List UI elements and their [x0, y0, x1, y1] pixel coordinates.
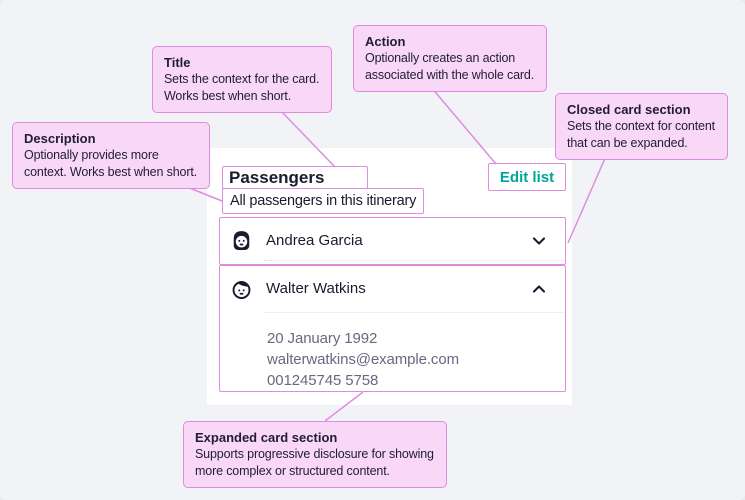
woman-face-avatar-icon: [233, 231, 250, 250]
row-divider: [264, 260, 566, 261]
callout-closed-card-section: Closed card section Sets the context for…: [555, 93, 728, 160]
callout-closed-heading: Closed card section: [567, 102, 691, 117]
callout-title: Title Sets the context for the card. Wor…: [152, 46, 333, 113]
row-divider: [264, 312, 566, 313]
passenger-dob: 20 January 1992: [267, 330, 378, 347]
callout-action: Action Optionally creates an action asso…: [353, 25, 548, 92]
callout-expanded-heading: Expanded card section: [195, 430, 338, 445]
chevron-up-icon[interactable]: [531, 281, 547, 297]
closed-section-highlight: [219, 217, 566, 265]
card-action-highlight: Edit list: [488, 163, 566, 191]
callout-action-heading: Action: [365, 34, 406, 49]
passenger-details: 20 January 1992 walterwatkins@example.co…: [267, 328, 459, 391]
callout-description-heading: Description: [24, 131, 96, 146]
chevron-down-icon[interactable]: [531, 233, 547, 249]
card-description-highlight: All passengers in this itinerary: [222, 188, 425, 214]
card-description: All passengers in this itinerary: [230, 193, 417, 209]
card-title: Passengers: [229, 167, 325, 187]
callout-title-heading: Title: [164, 55, 191, 70]
expanded-section-highlight: [219, 265, 566, 392]
card-title-highlight: Passengers: [222, 166, 368, 189]
boy-face-avatar-icon: [232, 281, 251, 299]
passenger-email: walterwatkins@example.com: [267, 351, 459, 368]
callout-expanded-card-section: Expanded card section Supports progressi…: [183, 421, 447, 488]
callout-description: Description Optionally provides more con…: [12, 122, 210, 189]
passenger-phone: 001245745 5758: [267, 372, 379, 389]
edit-list-button[interactable]: Edit list: [499, 168, 555, 186]
passenger-row-walter[interactable]: Walter Watkins: [266, 280, 366, 297]
passenger-row-andrea[interactable]: Andrea Garcia: [266, 232, 363, 249]
